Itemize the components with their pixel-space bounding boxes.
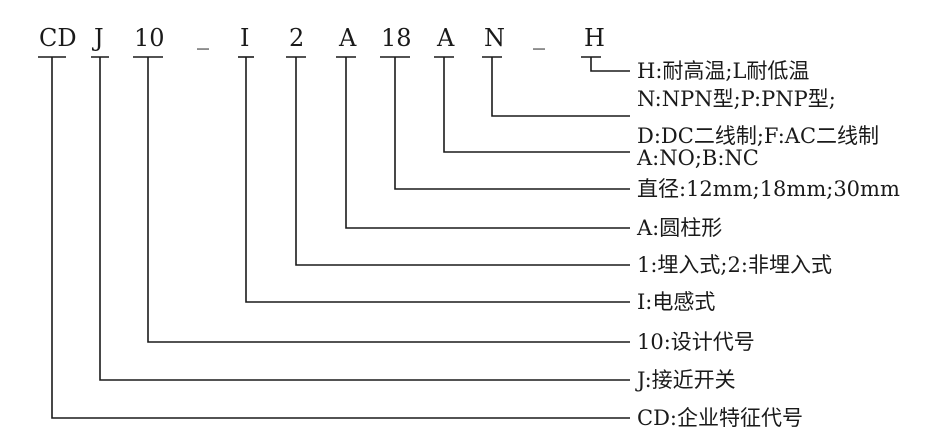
label-j: J:接近开关 [635, 368, 736, 392]
code-n: N [484, 24, 505, 52]
label-i: I:电感式 [637, 290, 715, 314]
code-j: J [91, 24, 104, 52]
code-separator-2: _ [533, 22, 545, 50]
label-a-shape: A:圆柱形 [636, 216, 722, 240]
label-18: 直径:12mm;18mm;30mm [637, 177, 900, 201]
code-h: H [584, 24, 605, 52]
leader-i [245, 57, 630, 303]
leader-a-output [443, 57, 630, 153]
leader-n [491, 57, 630, 117]
label-a-output: A:NO;B:NC [636, 146, 759, 170]
code-cd: CD [39, 24, 77, 52]
code-i: I [240, 24, 249, 52]
code-a-output: A [436, 24, 455, 52]
leader-cd [51, 57, 630, 419]
code-18: 18 [381, 24, 412, 52]
leader-a-shape [345, 57, 630, 229]
label-n: N:NPN型;P:PNP型; [637, 87, 836, 111]
label-cd: CD:企业特征代号 [637, 406, 803, 430]
label-2: 1:埋入式;2:非埋入式 [637, 253, 832, 277]
leader-2 [295, 57, 630, 266]
leader-h [590, 57, 630, 72]
code-10: 10 [134, 24, 165, 52]
label-a-output-extra: D:DC二线制;F:AC二线制 [637, 124, 879, 148]
code-2: 2 [289, 24, 304, 52]
code-separator-1: _ [197, 22, 209, 50]
leader-j [99, 57, 630, 381]
code-a-shape: A [338, 24, 357, 52]
label-10: 10:设计代号 [637, 330, 755, 354]
label-h: H:耐高温;L耐低温 [637, 59, 809, 83]
leader-18 [394, 57, 630, 190]
leader-10 [147, 57, 630, 343]
